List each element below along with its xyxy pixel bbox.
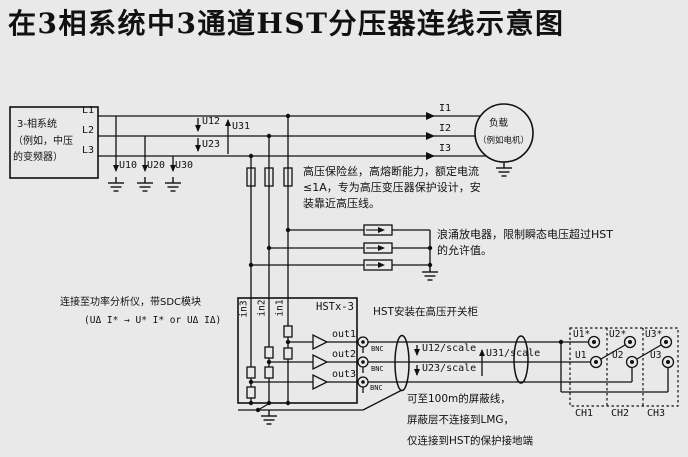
cable-note-line-2: 屏蔽层不连接到LMG， [407,414,515,426]
hst-box-title: HSTx-3 [316,301,354,313]
hst-input-label-in1: in1 [274,299,286,317]
output-lines [251,341,632,383]
analyzer-note-line-1: 连接至功率分析仪，带SDC模块 [60,297,202,308]
terminal-label-u3: U3 [650,350,662,361]
hst-box [237,297,358,404]
channel-label-ch2: CH2 [611,408,630,419]
bnc-connectors [357,336,369,393]
source-box-label-3: 的变频器） [13,152,63,163]
load-label-2: （例如电机） [478,136,530,146]
phase-label-l3: L3 [82,145,95,156]
shield-ground-path [238,389,403,425]
channel-wiring [560,342,669,393]
junction-dots [248,113,564,413]
fuse-note-line-2: ≤1A，专为高压变压器保护设计，安 [303,181,481,194]
terminal-label-u3-star: U3* [645,329,663,340]
terminal-label-u1: U1 [575,350,587,361]
terminal-label-u2: U2 [612,350,624,361]
surge-note-line-2: 的允许值。 [437,244,492,257]
terminal-label-u1-star: U1* [573,329,591,340]
source-ground-symbols [107,176,182,192]
source-box-label-1: 3-相系统 [17,119,57,130]
source-box-label-2: （例如，中压 [13,136,73,147]
voltage-label-u31: U31 [232,121,251,132]
bnc-label-3: BNC [370,384,383,392]
amplifier-triangles [312,333,329,391]
bnc-label-2: BNC [371,365,384,373]
current-label-i2: I2 [439,123,452,134]
voltage-arrows [113,116,231,172]
divider-resistors [246,325,293,399]
install-note: HST安装在高压开关柜 [373,306,478,318]
current-arrowheads [426,112,435,160]
current-label-i3: I3 [439,143,452,154]
fuse-note-line-1: 高压保险丝，高熔断能力，额定电流 [303,165,479,178]
phase-label-l1: L1 [82,105,95,116]
page-title: 在3相系统中3通道HST分压器连线示意图 [8,7,565,40]
cable-voltage-arrows [414,345,485,376]
hst-input-label-in2: in2 [256,299,268,317]
load-circle [474,103,534,163]
current-label-i1: I1 [439,103,452,114]
surge-arresters [251,224,439,281]
cable-label-u23-scale: U23/scale [422,363,477,374]
source-box [9,106,99,179]
hst-output-label-out3: out3 [332,369,357,380]
channel-label-ch1: CH1 [575,408,594,419]
hst-output-label-out1: out1 [332,329,357,340]
cable-note-line-1: 可至100m的屏蔽线， [407,393,511,405]
channel-terminals [587,335,675,369]
cable-label-u12-scale: U12/scale [422,343,477,354]
load-ground-symbol [495,161,513,177]
voltage-label-u23: U23 [202,139,221,150]
fuse-note-line-3: 装靠近高压线。 [303,197,380,210]
fuse-symbols [246,167,293,187]
load-label-1: 负载 [489,118,509,129]
cable-label-u31-scale: U31/scale [486,348,541,359]
cable-note-line-3: 仅连接到HST的保护接地端 [407,435,533,447]
voltage-label-u20: U20 [147,160,166,171]
hst-input-label-in3: in3 [238,300,250,318]
analyzer-note-line-2: (UΔ I* → U* I* or UΔ IΔ) [84,315,222,326]
phase-label-l2: L2 [82,125,95,136]
bnc-label-1: BNC [371,345,384,353]
voltage-label-u10: U10 [119,160,138,171]
terminal-label-u2-star: U2* [609,329,627,340]
voltage-label-u12: U12 [202,116,221,127]
voltage-label-u30: U30 [175,160,194,171]
surge-note-line-1: 浪涌放电器，限制瞬态电压超过HST [437,228,613,241]
channel-label-ch3: CH3 [647,408,666,419]
channel-dotted-box [569,327,679,407]
hst-output-label-out2: out2 [332,349,357,360]
